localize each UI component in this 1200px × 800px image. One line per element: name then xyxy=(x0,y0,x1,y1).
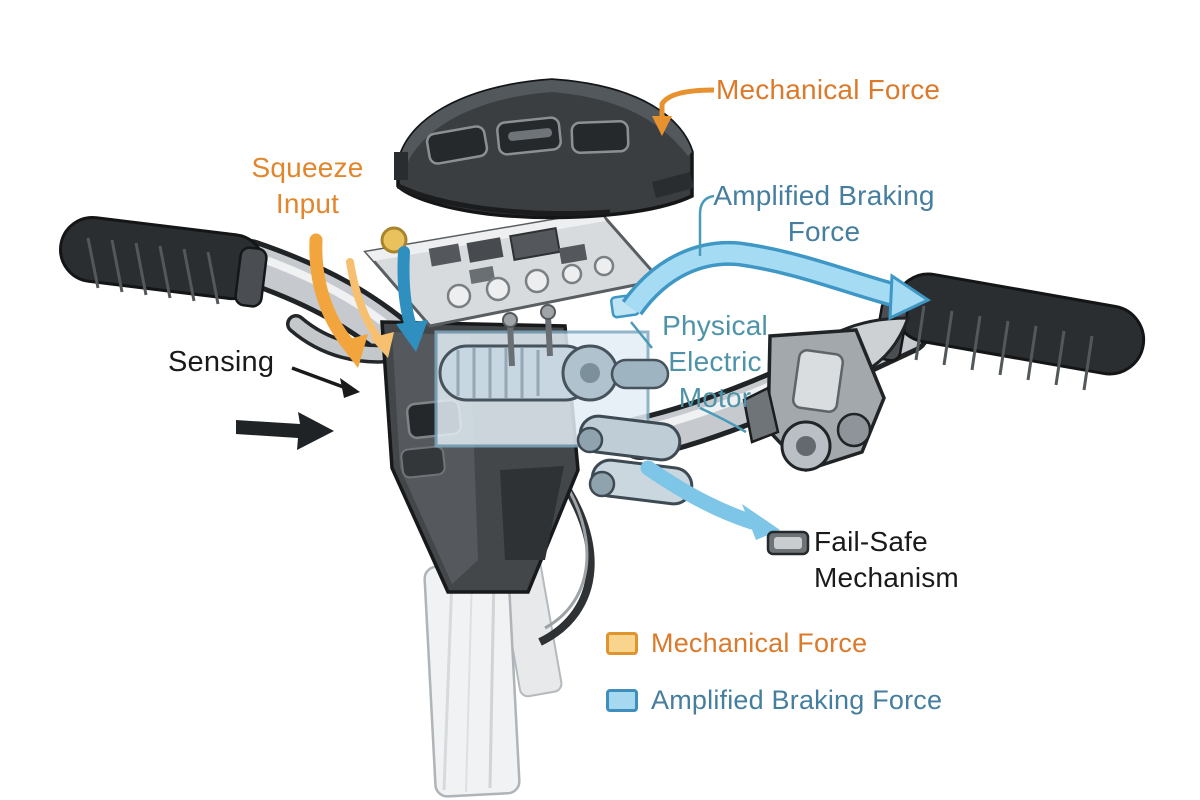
brake-cable xyxy=(538,465,595,646)
label-mechanical-force: Mechanical Force xyxy=(716,74,941,105)
squeeze-input-arrows xyxy=(309,233,394,368)
sensor-button xyxy=(380,226,408,254)
circuit-board xyxy=(363,210,663,367)
legend-swatch-mechanical-force xyxy=(606,632,638,655)
right-grip-texture xyxy=(914,305,1094,391)
brake-lever xyxy=(742,316,911,473)
legend: Mechanical Force Amplified Braking Force xyxy=(606,628,942,716)
label-amplified-braking-force: Amplified Braking Force xyxy=(713,180,935,247)
label-sensing: Sensing xyxy=(168,346,275,378)
label-physical-electric-motor: Physical Electric Motor xyxy=(662,310,768,413)
legend-swatch-amplified-braking-force xyxy=(606,689,638,712)
linkage-cylinders xyxy=(576,414,694,506)
legend-label-amplified-braking-force: Amplified Braking Force xyxy=(651,685,943,715)
cover-shell xyxy=(394,78,694,220)
sensor-input-arrow xyxy=(396,246,428,352)
sensing-bold-arrow xyxy=(236,412,334,450)
amplified-braking-flow-arrow xyxy=(621,240,932,321)
legend-item-mechanical-force: Mechanical Force xyxy=(606,628,942,659)
output-flow-arrow xyxy=(640,460,780,540)
motor-ribs xyxy=(456,348,540,398)
label-connector-lines xyxy=(630,194,747,434)
sensing-pointer-arrow xyxy=(291,366,360,398)
label-fail-safe-mechanism: Fail-Safe Mechanism xyxy=(814,526,959,593)
left-grip-texture xyxy=(86,237,220,305)
legend-item-amplified-braking-force: Amplified Braking Force xyxy=(606,685,942,716)
fail-safe-icon xyxy=(766,530,810,556)
label-squeeze-input: Squeeze Input xyxy=(251,152,364,219)
mechanical-force-connector-arrow xyxy=(652,87,715,136)
legend-label-mechanical-force: Mechanical Force xyxy=(651,628,868,658)
